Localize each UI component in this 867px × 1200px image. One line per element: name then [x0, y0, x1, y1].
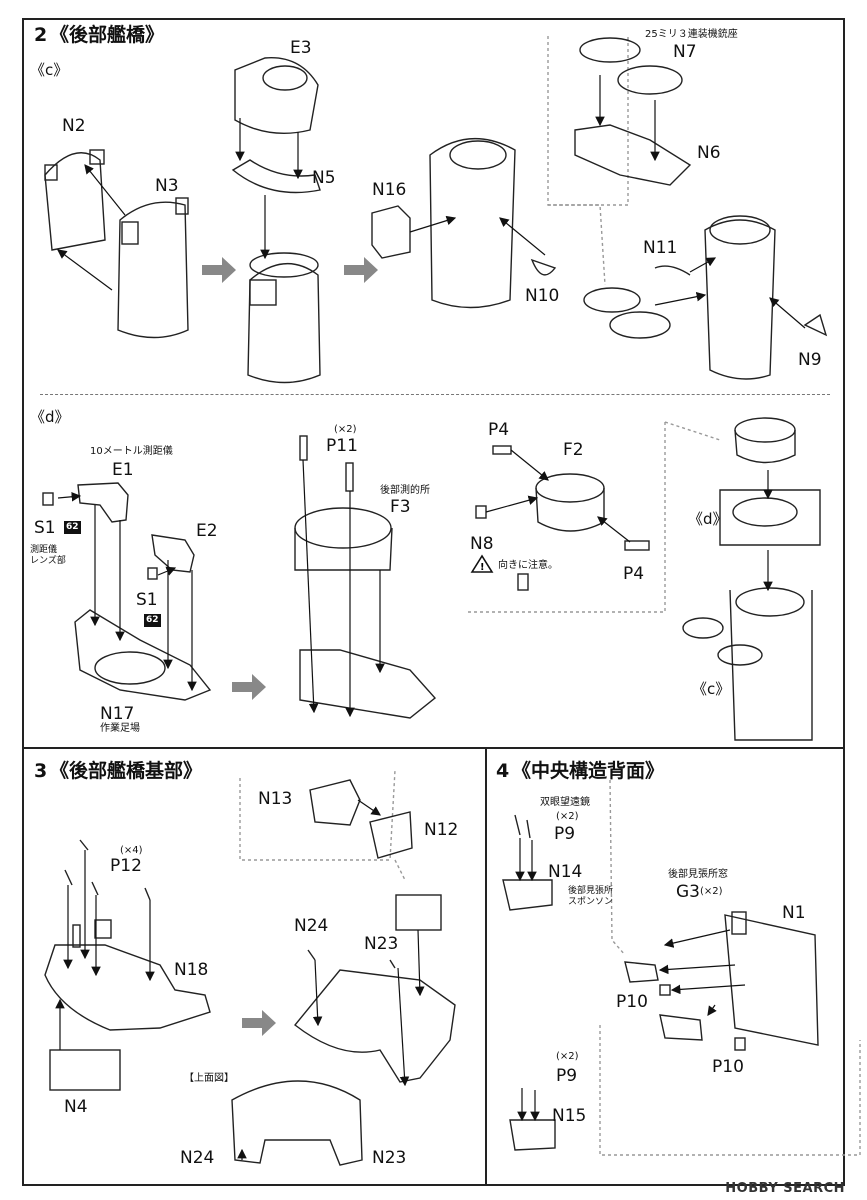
- f3-note: 後部測的所: [380, 485, 430, 496]
- section-3-title: 《後部艦橋基部》: [50, 760, 203, 782]
- n5-part: [231, 159, 321, 194]
- part-label-p9-a: P9: [554, 824, 576, 844]
- section-4-title: 《中央構造背面》: [512, 760, 665, 782]
- part-badge-62-b: 62: [144, 614, 161, 627]
- part-label-n4: N4: [64, 1097, 88, 1117]
- p9a-qty: (×2): [556, 811, 579, 822]
- e3-part: [234, 57, 319, 135]
- s1-note: 測距儀 レンズ部: [30, 545, 66, 567]
- n13-n12-parts: [309, 779, 413, 859]
- top-view: [231, 1080, 363, 1166]
- n18-part: [44, 839, 211, 1091]
- tower-assembly-1: [247, 252, 321, 384]
- part-label-n6: N6: [697, 143, 721, 163]
- n7-n6-parts: [574, 37, 692, 186]
- part-label-n8: N8: [470, 534, 494, 554]
- e1-note: 10メートル測距儀: [90, 446, 173, 457]
- p12-qty: (×4): [120, 845, 143, 856]
- subsection-c-label: 《c》: [30, 61, 69, 79]
- part-label-n11: N11: [643, 238, 678, 258]
- subsection-d-label: 《d》: [30, 408, 70, 426]
- n2-part: [44, 149, 106, 251]
- part-label-n12: N12: [424, 820, 459, 840]
- part-label-n7: N7: [673, 42, 697, 62]
- top-view-note: 【上面図】: [184, 1073, 234, 1084]
- s1-lens-1: [42, 492, 54, 506]
- p10-sponsons: [624, 961, 746, 1051]
- part-label-p10-a: P10: [616, 992, 648, 1012]
- part-label-n16: N16: [372, 180, 407, 200]
- part-label-n14: N14: [548, 862, 583, 882]
- part-label-s1-b: S1: [136, 590, 158, 610]
- part-label-n2: N2: [62, 116, 86, 136]
- part-label-p10-b: P10: [712, 1057, 744, 1077]
- part-label-e2: E2: [196, 521, 218, 541]
- section-3-number: 3: [34, 760, 48, 782]
- part-label-n24-a: N24: [294, 916, 329, 936]
- section-2-title: 《後部艦橋》: [50, 24, 165, 46]
- n17-note: 作業足場: [100, 723, 140, 734]
- part-label-n15: N15: [552, 1106, 587, 1126]
- s1-lens-2: [147, 567, 158, 580]
- n1-part: [724, 911, 819, 1046]
- part-label-g3: G3: [676, 882, 700, 902]
- part-label-e3: E3: [290, 38, 312, 58]
- section-divider-vertical: [485, 747, 487, 1186]
- n14-note: 後部見張所 スポンソン: [568, 886, 614, 908]
- section-divider-top: [22, 747, 845, 749]
- part-label-n17: N17: [100, 704, 135, 724]
- e2-part: [151, 534, 195, 573]
- e1-part: [77, 482, 129, 523]
- section-4-number: 4: [496, 760, 510, 782]
- part-label-p4-a: P4: [488, 420, 510, 440]
- section-2-number: 2: [34, 24, 48, 46]
- n10-part: [530, 258, 557, 276]
- part-label-n18: N18: [174, 960, 209, 980]
- part-badge-62-a: 62: [64, 521, 81, 534]
- part-label-n10: N10: [525, 286, 560, 306]
- subsection-c-detail-label: 《c》: [692, 680, 731, 698]
- part-label-n1: N1: [782, 903, 806, 923]
- subsection-d-detail-label: 《d》: [688, 510, 728, 528]
- n9-part: [803, 313, 828, 337]
- part-label-f3: F3: [390, 497, 411, 517]
- n7-note: 25ミリ３連装機銃座: [645, 29, 738, 40]
- part-label-p11: P11: [326, 436, 358, 456]
- p11-qty: (×2): [334, 424, 357, 435]
- part-label-n13: N13: [258, 789, 293, 809]
- part-label-p4-b: P4: [623, 564, 645, 584]
- g3-qty: (×2): [700, 886, 723, 897]
- part-label-n9: N9: [798, 350, 822, 370]
- tower-assembly-2: [429, 138, 516, 309]
- n3-part: [117, 197, 189, 339]
- part-label-p12: P12: [110, 856, 142, 876]
- part-label-p9-b: P9: [556, 1066, 578, 1086]
- part-label-n23-a: N23: [364, 934, 399, 954]
- watermark: HOBBY SEARCH: [725, 1181, 845, 1196]
- flow-arrow-4: [242, 1010, 276, 1036]
- part-label-n5: N5: [312, 168, 336, 188]
- part-label-n24-b: N24: [180, 1148, 215, 1168]
- caution-note: 向きに注意。: [498, 560, 558, 571]
- p9b-qty: (×2): [556, 1051, 579, 1062]
- part-label-f2: F2: [563, 440, 584, 460]
- part-label-n23-b: N23: [372, 1148, 407, 1168]
- part-label-e1: E1: [112, 460, 134, 480]
- p9-n15-parts: [509, 1119, 556, 1151]
- flow-arrow-3: [232, 674, 266, 700]
- part-label-n3: N3: [155, 176, 179, 196]
- g3-note: 後部見張所窓: [668, 869, 728, 880]
- n16-part: [371, 205, 411, 259]
- flow-arrow-2: [344, 257, 378, 283]
- svg-text:!: !: [480, 562, 485, 573]
- instruction-page: [22, 18, 845, 1186]
- part-label-s1-a: S1: [34, 518, 56, 538]
- subsection-divider: [40, 394, 830, 395]
- flow-arrow-1: [202, 257, 236, 283]
- p9-note: 双眼望遠鏡: [540, 797, 590, 808]
